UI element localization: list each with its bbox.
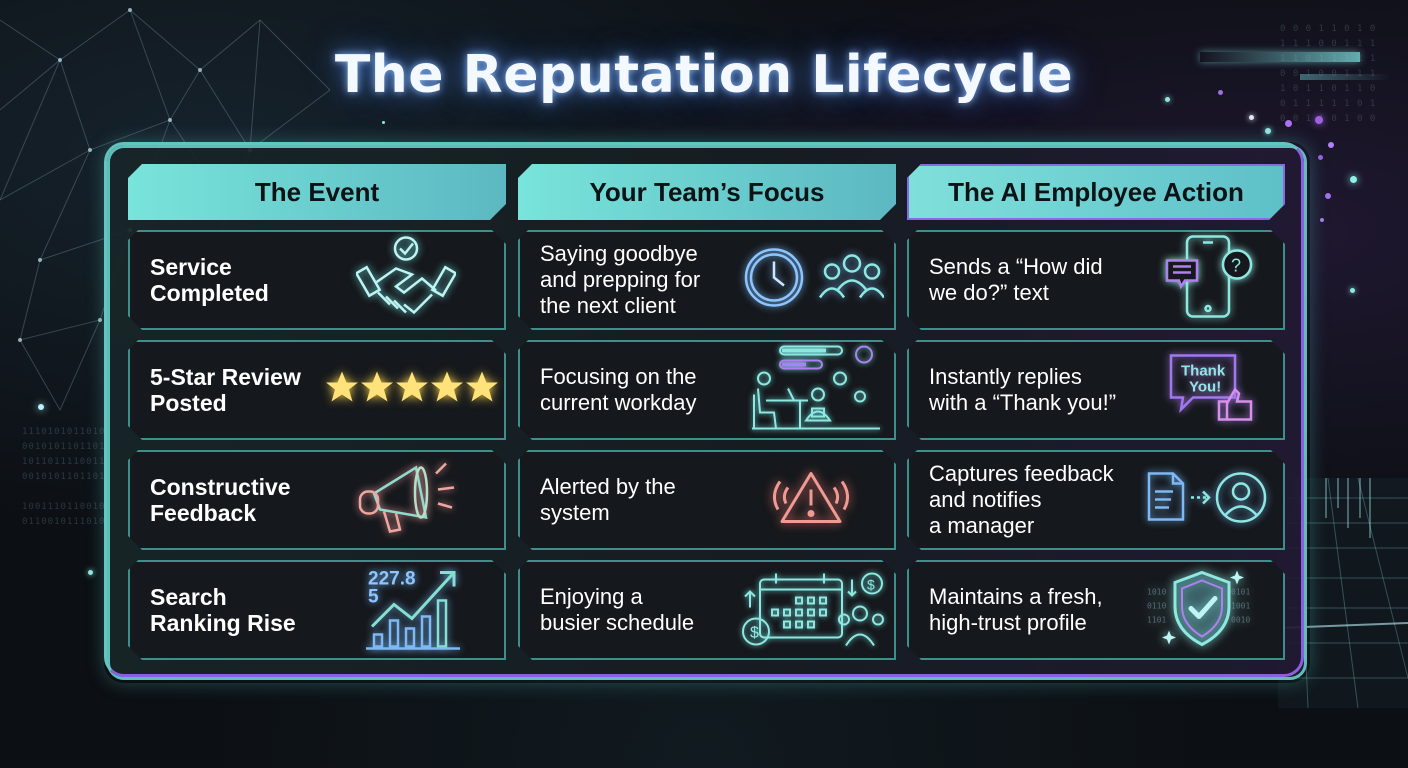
- ai-card-sends-text: Sends a “How did we do?” text ?: [907, 230, 1285, 330]
- svg-text:0110: 0110: [1147, 602, 1166, 611]
- card-text: Focusing on the current workday: [540, 364, 697, 415]
- column-header: The AI Employee Action: [907, 164, 1285, 220]
- ai-card-high-trust-profile: Maintains a fresh, high-trust profile 10…: [907, 560, 1285, 660]
- card-text: 5-Star Review Posted: [150, 364, 301, 416]
- svg-text:?: ?: [1231, 256, 1241, 276]
- document-to-manager-icon: [1145, 470, 1271, 531]
- team-card-alerted: Alerted by the system: [518, 450, 896, 550]
- column-header: The Event: [128, 164, 506, 220]
- team-card-focusing-workday: Focusing on the current workday: [518, 340, 896, 440]
- card-text: Maintains a fresh, high-trust profile: [929, 584, 1103, 635]
- svg-text:$: $: [867, 577, 875, 593]
- team-card-saying-goodbye: Saying goodbye and prepping for the next…: [518, 230, 896, 330]
- glow-bar-decoration: [1300, 74, 1390, 80]
- svg-text:1010: 1010: [1147, 588, 1166, 597]
- svg-text:227.8: 227.8: [368, 569, 416, 590]
- phone-message-icon: ?: [1165, 235, 1255, 326]
- card-text: Captures feedback and notifies a manager: [929, 461, 1114, 538]
- handshake-check-icon: [356, 235, 456, 326]
- card-text: Alerted by the system: [540, 474, 676, 525]
- workday-desk-icon: [752, 345, 882, 436]
- thank-you-bubble-icon: Thank You!: [1167, 352, 1255, 429]
- svg-text:Thank: Thank: [1181, 363, 1226, 380]
- five-stars-icon: [324, 370, 500, 411]
- column-header: Your Team’s Focus: [518, 164, 896, 220]
- svg-text:0101: 0101: [1231, 588, 1250, 597]
- svg-text:$: $: [750, 625, 759, 642]
- card-text: Instantly replies with a “Thank you!”: [929, 364, 1117, 415]
- card-text: Enjoying a busier schedule: [540, 584, 695, 635]
- card-text: Sends a “How did we do?” text: [929, 254, 1103, 305]
- shield-check-icon: 1010 0110 1101 0101 1001 0010: [1147, 565, 1257, 656]
- column-ai-employee-action: The AI Employee Action Sends a “How did …: [907, 164, 1285, 660]
- card-text: Search Ranking Rise: [150, 584, 296, 636]
- event-card-constructive-feedback: Constructive Feedback: [128, 450, 506, 550]
- team-card-busier-schedule: Enjoying a busier schedule $ $: [518, 560, 896, 660]
- rising-chart-icon: 227.8 5: [366, 565, 466, 656]
- glow-bar-decoration: [1200, 52, 1360, 62]
- svg-text:You!: You!: [1189, 379, 1221, 396]
- megaphone-icon: [354, 458, 458, 543]
- svg-text:1001: 1001: [1231, 602, 1250, 611]
- event-card-5-star-review: 5-Star Review Posted: [128, 340, 506, 440]
- warning-alert-icon: [768, 468, 854, 533]
- event-card-search-ranking-rise: Search Ranking Rise 227.8 5: [128, 560, 506, 660]
- card-text: Constructive Feedback: [150, 474, 291, 526]
- clock-team-icon: [744, 246, 884, 315]
- page-title: The Reputation Lifecycle: [334, 45, 1074, 105]
- event-card-service-completed: Service Completed: [128, 230, 506, 330]
- card-text: Saying goodbye and prepping for the next…: [540, 241, 701, 318]
- svg-text:5: 5: [368, 587, 379, 608]
- column-your-teams-focus: Your Team’s Focus Saying goodbye and pre…: [518, 164, 896, 660]
- calendar-money-icon: $ $: [736, 568, 886, 653]
- card-text: Service Completed: [150, 254, 269, 306]
- svg-text:0010: 0010: [1231, 616, 1250, 625]
- ai-card-captures-feedback: Captures feedback and notifies a manager: [907, 450, 1285, 550]
- column-the-event: The Event Service Completed 5-Star Revie…: [128, 164, 506, 660]
- svg-text:1101: 1101: [1147, 616, 1166, 625]
- binary-text-decoration-left: 11101010110101 00101011011011 1011011110…: [22, 427, 112, 527]
- ai-card-thank-you: Instantly replies with a “Thank you!” Th…: [907, 340, 1285, 440]
